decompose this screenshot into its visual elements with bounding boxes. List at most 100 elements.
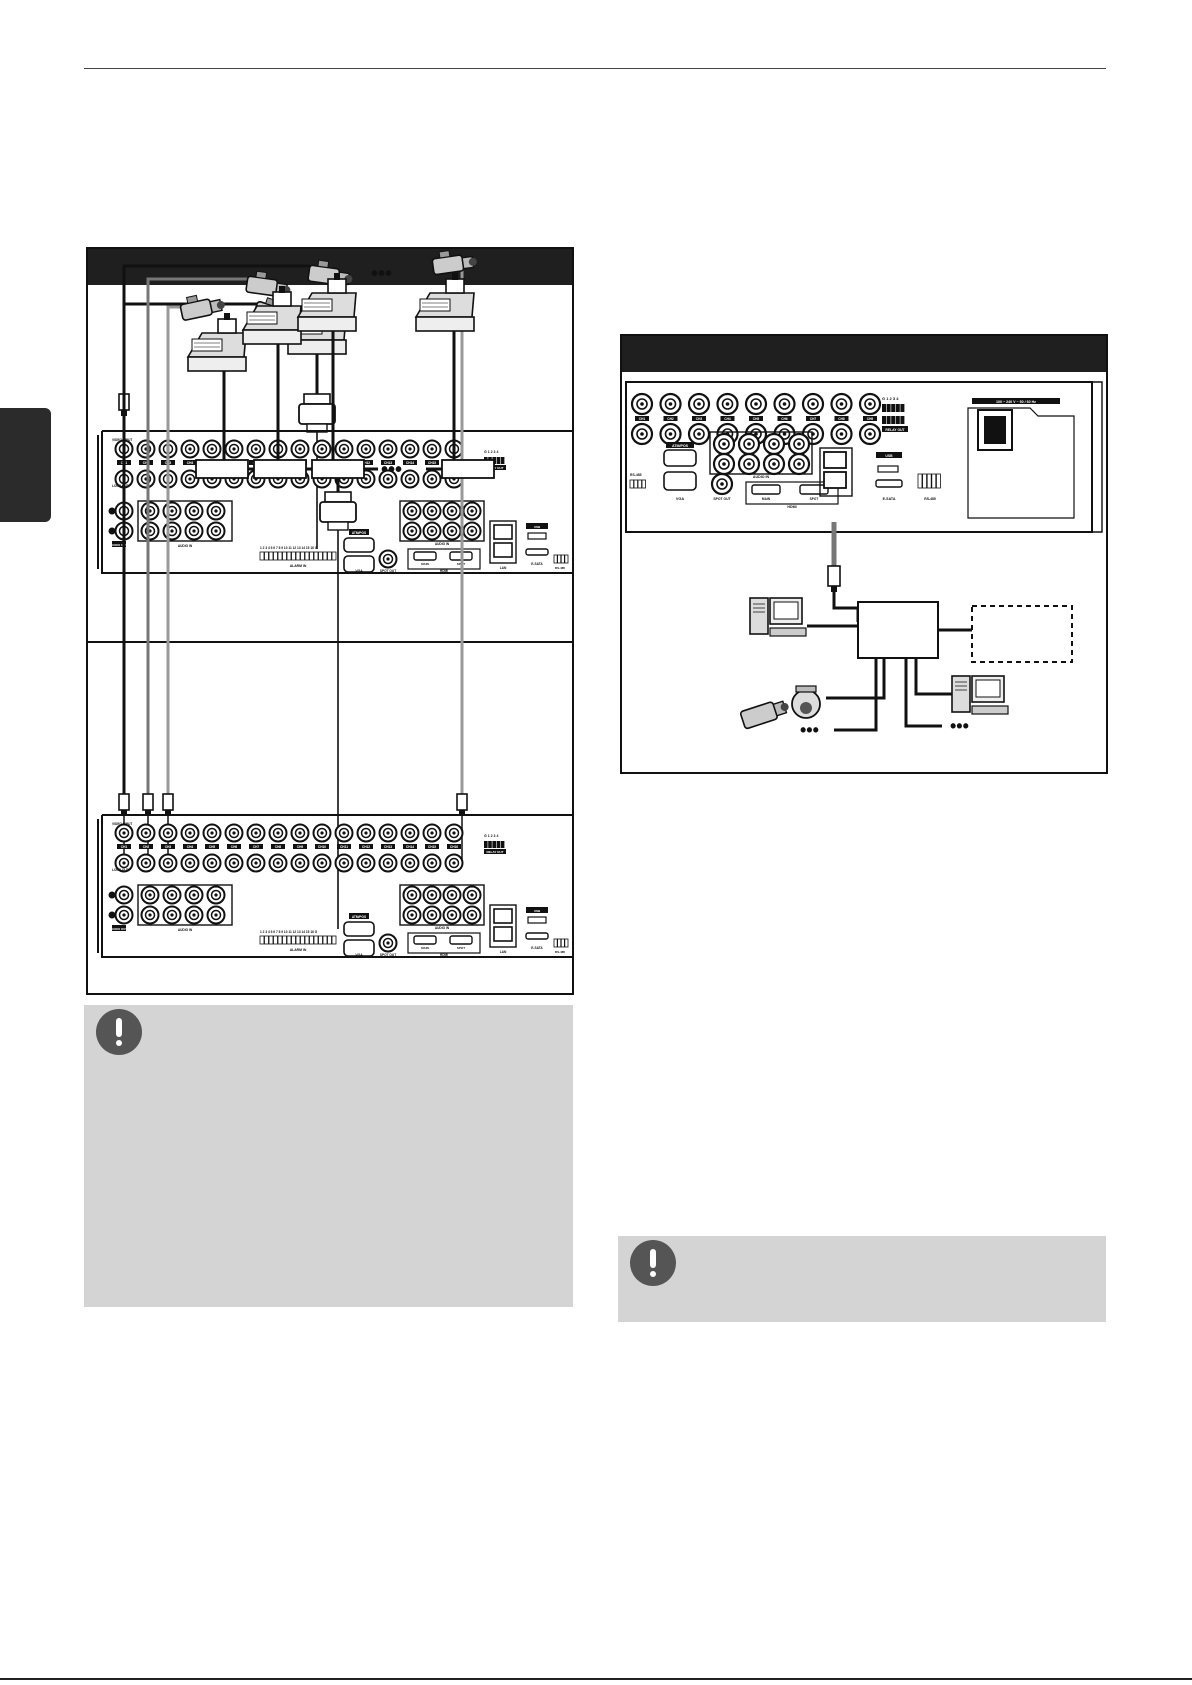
svg-text:CH9: CH9 [867,417,874,421]
top-rule [84,68,1106,69]
svg-text:CH8: CH8 [838,417,845,421]
svg-text:CH15: CH15 [428,461,436,465]
pc-icon [951,675,1009,715]
dome-camera-icon [791,685,821,719]
bnc-plug-icon [142,793,154,817]
svg-text:RS-485: RS-485 [924,497,936,501]
svg-text:CH9: CH9 [297,845,304,849]
camera-icon [177,289,228,322]
svg-text:1 2 3 4 5 6 7 8 9 10 11 12 13: 1 2 3 4 5 6 7 8 9 10 11 12 13 14 15 16 G [260,930,318,934]
svg-text:HDMI: HDMI [440,953,448,957]
svg-text:ALARM IN: ALARM IN [290,564,307,568]
camera-cable-2 [146,277,248,794]
svg-text:USB: USB [534,525,541,529]
ellipsis-middle: ••• [381,459,402,481]
svg-text:VIDEO INPUT: VIDEO INPUT [112,438,132,442]
svg-text:CH6: CH6 [781,417,788,421]
svg-text:E-SATA: E-SATA [883,497,896,501]
svg-text:MAIN: MAIN [421,562,429,566]
svg-text:CH7: CH7 [810,417,817,421]
pos-terminal-icon [415,272,475,332]
svg-text:CH10: CH10 [318,845,326,849]
bnc-plug-icon [118,793,130,817]
svg-text:1 2 3 4 5 6 7 8 9 10 11 12 13: 1 2 3 4 5 6 7 8 9 10 11 12 13 14 15 16 G [260,546,318,550]
svg-text:AUDIO OUT: AUDIO OUT [111,543,127,547]
svg-text:ATM/POS: ATM/POS [352,915,366,919]
caution-icon [630,1240,676,1286]
svg-text:CH11: CH11 [340,845,348,849]
svg-text:G 1 2 3 4: G 1 2 3 4 [484,450,498,454]
svg-text:ATM/POS: ATM/POS [352,531,366,535]
svg-text:AUDIO IN: AUDIO IN [435,542,450,546]
svg-text:AUDIO IN: AUDIO IN [178,928,193,932]
bnc-plug-icon [456,793,468,817]
pos-connection-figure: CH1CH2CH3CH4CH5CH6CH7CH8CH9CH10CH11CH12C… [86,247,574,995]
svg-text:LAN: LAN [500,566,507,570]
svg-text:RS-485: RS-485 [630,473,642,477]
caution-icon [96,1009,142,1055]
bottom-rule [0,1678,1192,1680]
svg-text:HDMI: HDMI [787,505,796,509]
camera-cable-3 [166,305,180,794]
rs232-connector-icon [319,491,357,531]
svg-text:MAIN: MAIN [762,497,771,501]
figure-header-bar [622,336,1106,372]
svg-text:CH4: CH4 [187,461,194,465]
svg-text:RS-485: RS-485 [555,566,566,570]
svg-text:CH1: CH1 [121,845,128,849]
svg-text:CH13: CH13 [384,461,392,465]
svg-text:SPOT: SPOT [810,497,819,501]
svg-text:ATM/POS: ATM/POS [672,444,689,448]
svg-text:VGA: VGA [676,497,684,501]
svg-text:RELAY OUT: RELAY OUT [885,428,905,432]
svg-text:HDMI: HDMI [440,569,448,573]
svg-text:CH3: CH3 [165,845,172,849]
pos-terminal-icon [187,312,247,372]
network-hub-box [857,601,939,659]
svg-text:MAIN: MAIN [421,946,429,950]
svg-text:AUDIO IN: AUDIO IN [435,926,450,930]
converter-boxes [195,459,495,479]
camera-cable-1 [122,264,310,794]
svg-text:E-SATA: E-SATA [531,946,543,950]
svg-text:VGA: VGA [355,953,363,957]
ellipsis-right-pc: ••• [950,716,969,736]
svg-text:CH12: CH12 [362,845,370,849]
svg-text:SPOT OUT: SPOT OUT [380,569,396,573]
svg-text:CH16: CH16 [450,845,458,849]
svg-text:CH5: CH5 [753,417,760,421]
camera-icon [739,696,793,730]
svg-text:CH6: CH6 [231,845,238,849]
svg-text:CH14: CH14 [406,461,414,465]
rs232-connector-icon [298,393,336,433]
svg-text:E-SATA: E-SATA [531,562,543,566]
svg-text:SPOT OUT: SPOT OUT [713,497,731,501]
svg-text:CH14: CH14 [406,845,414,849]
svg-text:CH2: CH2 [667,417,674,421]
svg-text:CH4: CH4 [724,417,731,421]
svg-text:LAN: LAN [500,950,507,954]
svg-text:CH1: CH1 [639,417,646,421]
svg-text:USB: USB [885,454,893,458]
svg-text:CH4: CH4 [187,845,194,849]
pos-connection-diagram: CH1CH2CH3CH4CH5CH6CH7CH8CH9CH10CH11CH12C… [88,249,572,958]
svg-text:AUDIO IN: AUDIO IN [753,475,770,479]
bnc-plug-icon [162,793,174,817]
svg-text:VGA: VGA [355,569,363,573]
svg-text:RELAY OUT: RELAY OUT [486,850,503,854]
svg-text:USB: USB [534,909,541,913]
svg-text:AUDIO IN: AUDIO IN [178,544,193,548]
svg-text:RELAY OUT: RELAY OUT [486,466,503,470]
svg-text:SPOT: SPOT [457,946,465,950]
ellipsis-right-cam: ••• [800,720,819,740]
pc-icon [749,597,807,637]
svg-text:LOOP OUT: LOOP OUT [112,868,129,872]
caution-note-left [84,1005,573,1307]
svg-text:CH8: CH8 [275,845,282,849]
svg-text:CH15: CH15 [428,845,436,849]
caution-note-right [618,1236,1106,1322]
